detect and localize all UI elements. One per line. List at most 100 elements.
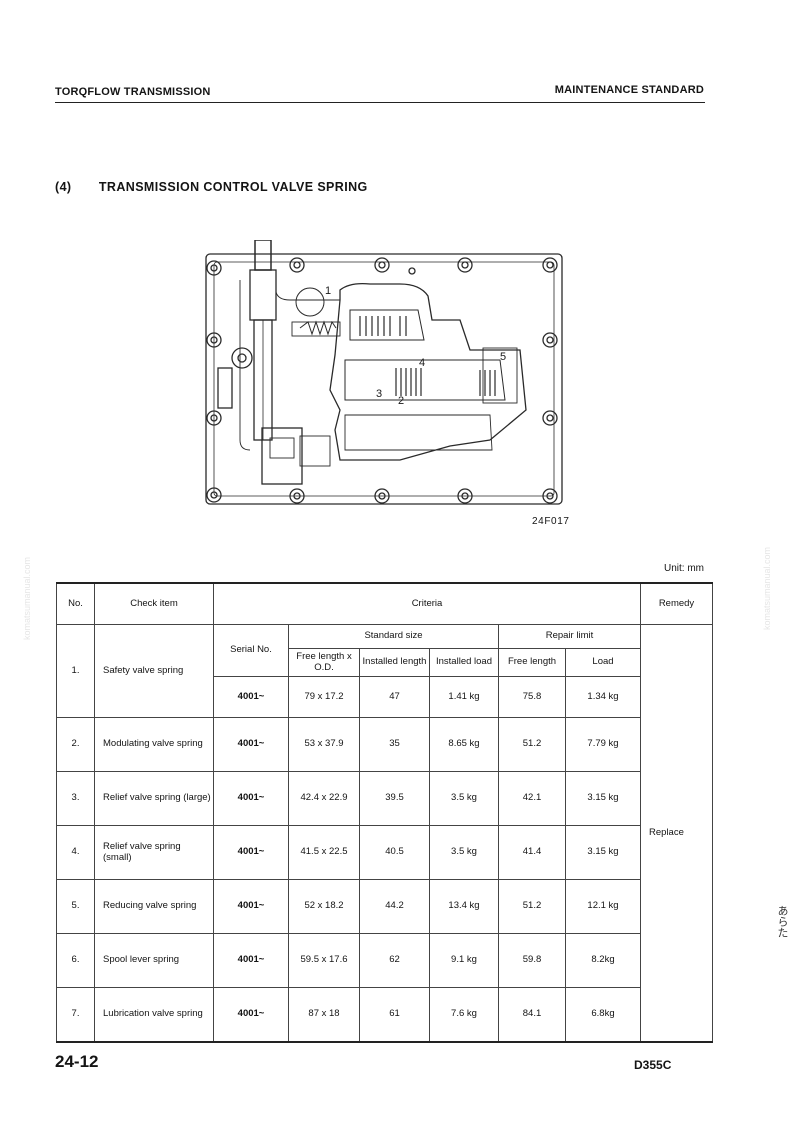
cell-free-od: 79 x 17.2 [288, 676, 360, 718]
callout-1: 1 [325, 285, 331, 297]
table-row: 5. Reducing valve spring 4001~ 52 x 18.2… [56, 879, 713, 934]
cell-limit-load: 8.2kg [565, 933, 641, 988]
cell-limit-load: 1.34 kg [565, 676, 641, 718]
cell-installed-load: 7.6 kg [429, 987, 499, 1043]
cell-limit-load: 6.8kg [565, 987, 641, 1043]
cell-installed-length: 62 [359, 933, 430, 988]
col-criteria: Criteria [213, 582, 641, 625]
model-code: D355C [634, 1058, 672, 1072]
cell-serial: 4001~ [213, 825, 289, 880]
watermark-left: komatsumanual.com [22, 556, 32, 640]
cell-installed-length: 35 [359, 717, 430, 772]
callout-4: 4 [419, 357, 425, 369]
row-no: 2. [56, 717, 95, 772]
section-heading: (4) TRANSMISSION CONTROL VALVE SPRING [55, 180, 368, 194]
row-no: 7. [56, 987, 95, 1043]
row-item: Lubrication valve spring [94, 987, 214, 1043]
header-section-title: TORQFLOW TRANSMISSION [55, 86, 211, 98]
remedy-cell: Replace [640, 624, 713, 1043]
spring-spec-table: No. Check item Criteria Remedy 1. Safety… [56, 582, 713, 1043]
col-installed-load: Installed load [429, 648, 499, 677]
cell-serial: 4001~ [213, 987, 289, 1043]
row-no: 1. [56, 624, 95, 718]
cell-serial: 4001~ [213, 676, 289, 718]
cell-installed-load: 9.1 kg [429, 933, 499, 988]
page-number: 24-12 [55, 1052, 99, 1071]
cell-limit-length: 59.8 [498, 933, 566, 988]
table-row: 3. Relief valve spring (large) 4001~ 42.… [56, 771, 713, 826]
row-item: Reducing valve spring [94, 879, 214, 934]
row-item: Safety valve spring [94, 624, 214, 718]
cell-serial: 4001~ [213, 879, 289, 934]
col-check-item: Check item [94, 582, 214, 625]
cell-free-od: 42.4 x 22.9 [288, 771, 360, 826]
header-divider [55, 102, 705, 103]
cell-installed-load: 3.5 kg [429, 825, 499, 880]
table-row: 7. Lubrication valve spring 4001~ 87 x 1… [56, 987, 713, 1043]
figure-code: 24F017 [532, 516, 570, 527]
cell-limit-load: 3.15 kg [565, 771, 641, 826]
table-row: 1. Safety valve spring Serial No. Standa… [56, 624, 713, 1043]
col-repair-limit: Repair limit [498, 624, 641, 649]
table-header-row: No. Check item Criteria Remedy [56, 582, 713, 625]
cell-installed-length: 61 [359, 987, 430, 1043]
cell-installed-load: 1.41 kg [429, 676, 499, 718]
cell-free-od: 53 x 37.9 [288, 717, 360, 772]
table-row: 2. Modulating valve spring 4001~ 53 x 37… [56, 717, 713, 772]
cell-limit-length: 41.4 [498, 825, 566, 880]
callout-3: 3 [376, 388, 382, 400]
cell-free-od: 52 x 18.2 [288, 879, 360, 934]
header-document-type: MAINTENANCE STANDARD [554, 84, 704, 96]
col-installed-length: Installed length [359, 648, 430, 677]
col-remedy: Remedy [640, 582, 713, 625]
cell-installed-load: 3.5 kg [429, 771, 499, 826]
table-row: 6. Spool lever spring 4001~ 59.5 x 17.6 … [56, 933, 713, 988]
cell-installed-length: 40.5 [359, 825, 430, 880]
cell-limit-length: 42.1 [498, 771, 566, 826]
row-item: Spool lever spring [94, 933, 214, 988]
control-valve-diagram: 1 2 3 4 5 [205, 240, 563, 505]
callout-5: 5 [500, 351, 506, 363]
unit-label: Unit: mm [664, 563, 704, 574]
row-no: 4. [56, 825, 95, 880]
row-item: Relief valve spring (small) [94, 825, 214, 880]
cell-serial: 4001~ [213, 717, 289, 772]
table-row-values: 4001~ 79 x 17.2 47 1.41 kg 75.8 1.34 kg [57, 676, 713, 718]
col-free-length-od: Free length x O.D. [288, 648, 360, 677]
row-no: 3. [56, 771, 95, 826]
cell-installed-length: 39.5 [359, 771, 430, 826]
housing-outline [205, 253, 563, 505]
cell-limit-length: 84.1 [498, 987, 566, 1043]
cell-limit-load: 12.1 kg [565, 879, 641, 934]
col-no: No. [56, 582, 95, 625]
row-item: Relief valve spring (large) [94, 771, 214, 826]
table-row: 4. Relief valve spring (small) 4001~ 41.… [56, 825, 713, 880]
cell-installed-load: 13.4 kg [429, 879, 499, 934]
watermark-right: komatsumanual.com [762, 546, 772, 630]
callout-2: 2 [398, 395, 404, 407]
col-serial-no: Serial No. [213, 624, 289, 677]
cell-free-od: 87 x 18 [288, 987, 360, 1043]
cell-serial: 4001~ [213, 771, 289, 826]
col-limit-free-length: Free length [498, 648, 566, 677]
section-title: TRANSMISSION CONTROL VALVE SPRING [98, 180, 368, 194]
cell-limit-load: 7.79 kg [565, 717, 641, 772]
cell-free-od: 41.5 x 22.5 [288, 825, 360, 880]
cell-limit-length: 51.2 [498, 879, 566, 934]
cell-serial: 4001~ [213, 933, 289, 988]
cell-limit-load: 3.15 kg [565, 825, 641, 880]
col-limit-load: Load [565, 648, 641, 677]
cell-limit-length: 51.2 [498, 717, 566, 772]
table-subheader-row: Free length x O.D. Installed length Inst… [57, 648, 713, 677]
cell-installed-length: 47 [359, 676, 430, 718]
row-no: 5. [56, 879, 95, 934]
col-standard-size: Standard size [288, 624, 499, 649]
row-item: Modulating valve spring [94, 717, 214, 772]
side-margin-mark: あらた [776, 905, 788, 938]
cell-installed-load: 8.65 kg [429, 717, 499, 772]
row-no: 6. [56, 933, 95, 988]
cell-installed-length: 44.2 [359, 879, 430, 934]
section-number: (4) [55, 180, 72, 194]
cell-free-od: 59.5 x 17.6 [288, 933, 360, 988]
cell-limit-length: 75.8 [498, 676, 566, 718]
